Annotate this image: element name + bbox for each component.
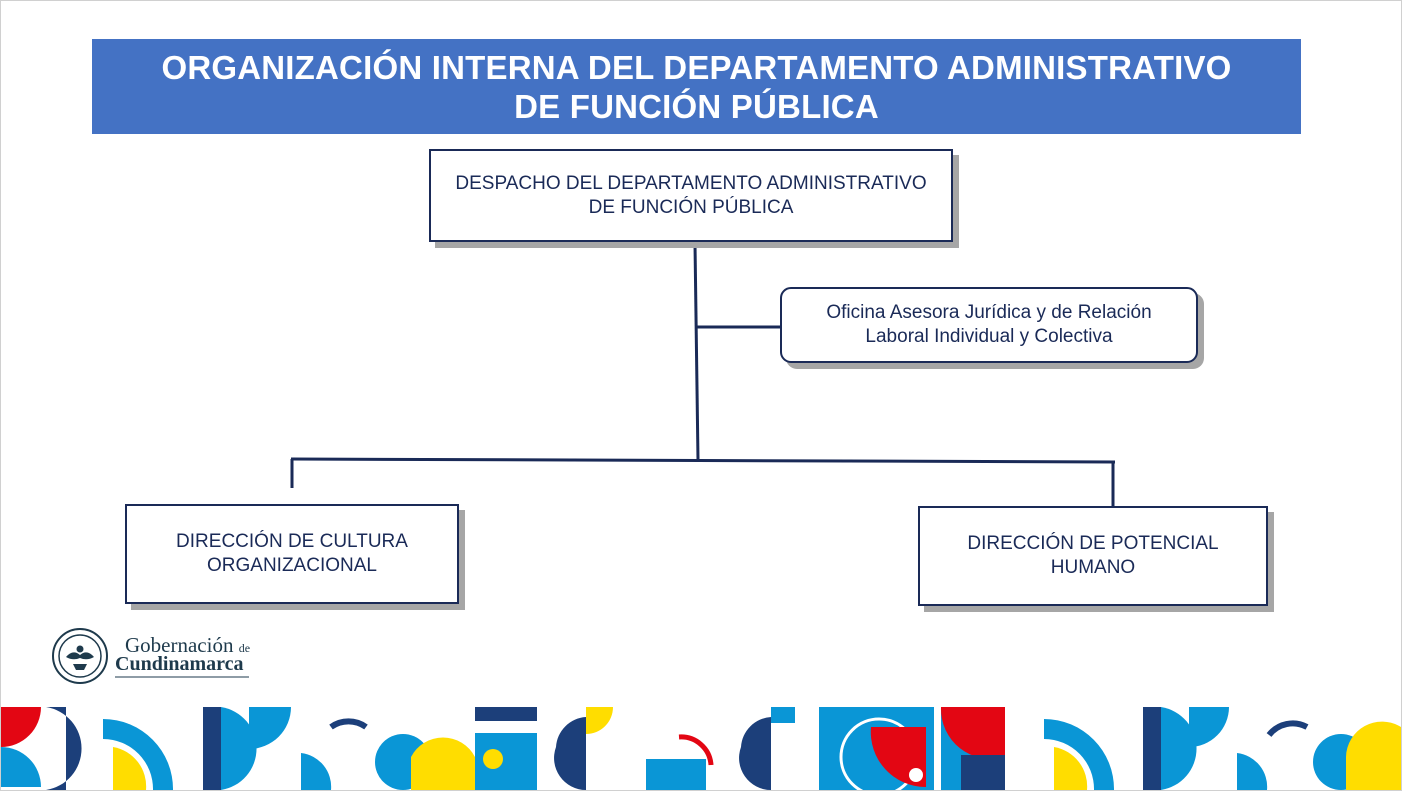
node-direccion-potencial: DIRECCIÓN DE POTENCIAL HUMANO	[918, 506, 1268, 606]
decorative-pattern	[1, 707, 1401, 790]
title-line-2: DE FUNCIÓN PÚBLICA	[514, 87, 879, 125]
connector-main-vertical	[693, 243, 700, 461]
node-potencial-line-2: HUMANO	[1050, 557, 1136, 578]
seal-icon	[52, 628, 108, 684]
title-line-1: ORGANIZACIÓN INTERNA DEL DEPARTAMENTO AD…	[161, 48, 1232, 86]
page-title: ORGANIZACIÓN INTERNA DEL DEPARTAMENTO AD…	[161, 48, 1231, 126]
node-oficina-line-1: Oficina Asesora Jurídica y de Relación	[826, 302, 1152, 323]
node-potencial-line-1: DIRECCIÓN DE POTENCIAL	[967, 533, 1219, 554]
gobernacion-logo: Gobernación de Cundinamarca	[51, 627, 261, 685]
node-cultura-line-1: DIRECCIÓN DE CULTURA	[176, 531, 408, 552]
node-despacho-line-2: DE FUNCIÓN PÚBLICA	[588, 196, 794, 218]
logo-line-1: Gobernación de	[125, 633, 251, 657]
title-banner: ORGANIZACIÓN INTERNA DEL DEPARTAMENTO AD…	[92, 39, 1301, 134]
logo-line-2: Cundinamarca	[115, 653, 244, 675]
node-cultura-line-2: ORGANIZACIONAL	[207, 555, 377, 576]
node-oficina-line-2: Laboral Individual y Colectiva	[865, 326, 1113, 347]
node-direccion-cultura: DIRECCIÓN DE CULTURA ORGANIZACIONAL	[125, 504, 459, 604]
connector-horizontal-bar	[290, 457, 1116, 464]
node-despacho: DESPACHO DEL DEPARTAMENTO ADMINISTRATIVO…	[429, 149, 953, 242]
node-despacho-line-1: DESPACHO DEL DEPARTAMENTO ADMINISTRATIVO	[455, 172, 927, 194]
node-oficina-asesora: Oficina Asesora Jurídica y de Relación L…	[780, 287, 1198, 363]
